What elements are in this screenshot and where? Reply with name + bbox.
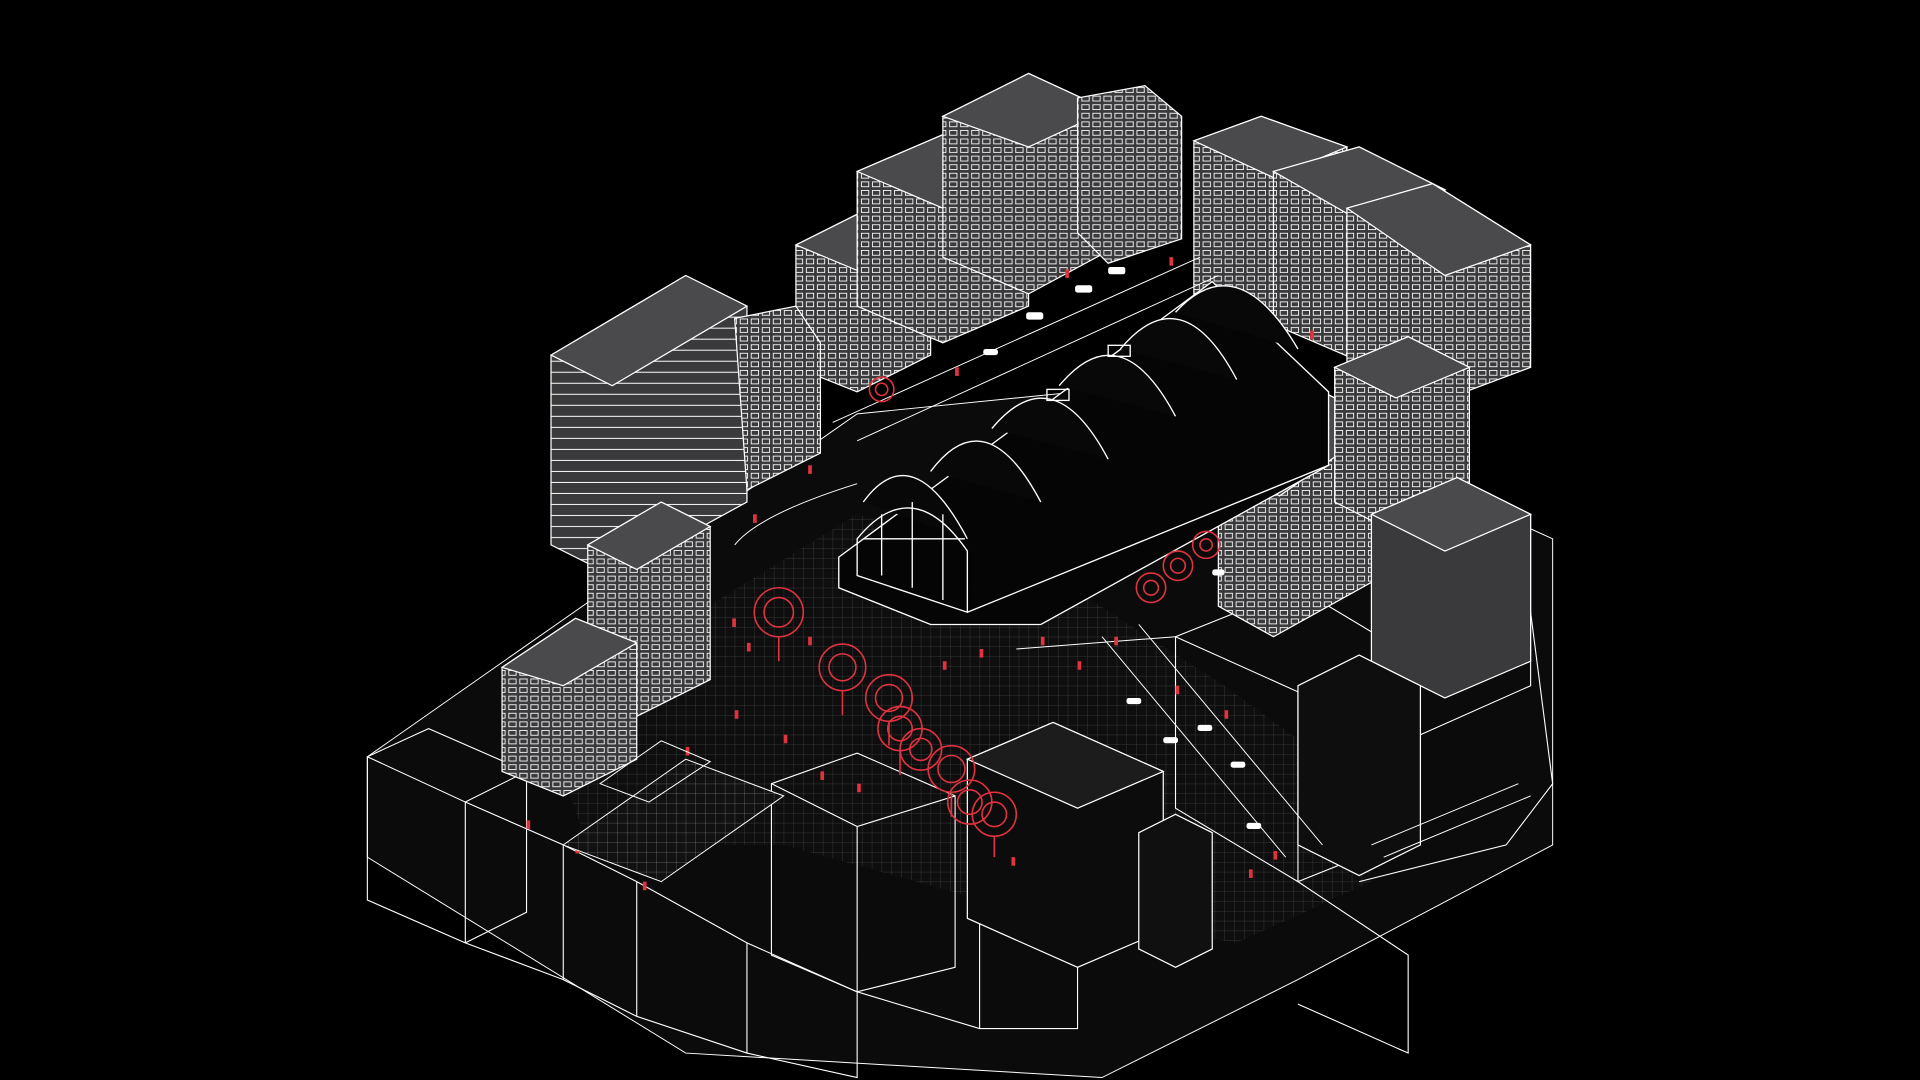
plaza-square [562, 740, 785, 883]
person-icon [1040, 636, 1045, 646]
person-icon [753, 514, 757, 523]
tree-icon [971, 791, 1018, 858]
person-icon [685, 746, 690, 756]
person-icon [857, 783, 861, 793]
people [526, 257, 1314, 891]
car-icon [1108, 266, 1126, 275]
person-icon [526, 820, 531, 829]
person-icon [642, 881, 647, 891]
tree-icon [864, 673, 914, 746]
person-icon [1310, 330, 1314, 340]
person-icon [1273, 851, 1278, 860]
buildings-front [965, 654, 1422, 969]
person-icon [1169, 257, 1174, 266]
person-icon [1114, 636, 1118, 646]
person-icon [979, 648, 984, 658]
vehicles [983, 266, 1262, 829]
person-icon [1065, 269, 1069, 278]
building-back-4 [1076, 85, 1183, 264]
car-icon [1197, 724, 1213, 732]
building-left-2 [734, 305, 822, 491]
car-icon [1163, 737, 1178, 744]
person-icon [808, 465, 812, 474]
buildings-right [1217, 336, 1533, 699]
tree-icon [753, 586, 805, 662]
tree-icon [899, 727, 943, 771]
market-hall [838, 280, 1330, 626]
person-icon [942, 661, 947, 670]
person-icon [746, 642, 751, 652]
buildings-back-row [794, 72, 1533, 405]
buildings-left [500, 274, 822, 797]
building-front-2 [1138, 813, 1213, 969]
person-icon [955, 367, 959, 376]
tree-icon [868, 376, 895, 403]
car-icon [1246, 822, 1262, 829]
person-icon [1011, 857, 1016, 866]
tree-icon [1191, 530, 1221, 560]
car-icon [1230, 761, 1246, 768]
person-icon [820, 771, 825, 780]
car-icon [1026, 312, 1044, 320]
tree-icon [818, 643, 867, 716]
tree-icon [1162, 550, 1194, 582]
car-icon [1075, 285, 1093, 293]
person-icon [734, 710, 739, 719]
person-icon [1248, 869, 1253, 878]
tree-icon [927, 744, 976, 817]
person-icon [1175, 685, 1180, 695]
person-icon [808, 636, 812, 646]
building-front-3 [1297, 654, 1422, 877]
person-icon [1224, 710, 1229, 719]
person-icon [783, 734, 788, 744]
car-icon [1126, 697, 1142, 705]
person-icon [1077, 661, 1082, 670]
tree-icon [1135, 572, 1167, 604]
car-icon [983, 348, 998, 356]
person-icon [732, 618, 736, 627]
trees [671, 376, 1221, 860]
car-icon [1212, 569, 1225, 576]
streets [734, 256, 1531, 858]
